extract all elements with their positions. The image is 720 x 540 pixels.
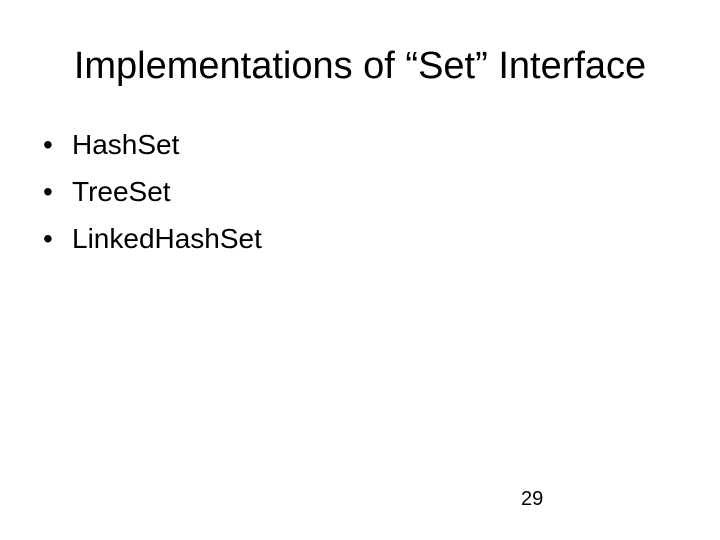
bullet-list: • HashSet • TreeSet • LinkedHashSet: [43, 131, 262, 253]
bullet-item: • TreeSet: [43, 178, 262, 206]
bullet-icon: •: [43, 129, 53, 160]
bullet-item: • LinkedHashSet: [43, 225, 262, 253]
bullet-text-treeset: TreeSet: [72, 176, 171, 207]
bullet-icon: •: [43, 176, 53, 207]
bullet-text-hashset: HashSet: [72, 129, 180, 160]
slide-title: Implementations of “Set” Interface: [73, 45, 647, 87]
page-number: 29: [521, 488, 544, 510]
bullet-item: • HashSet: [43, 131, 262, 159]
bullet-icon: •: [43, 223, 53, 254]
bullet-text-linkedhashset: LinkedHashSet: [72, 223, 262, 254]
